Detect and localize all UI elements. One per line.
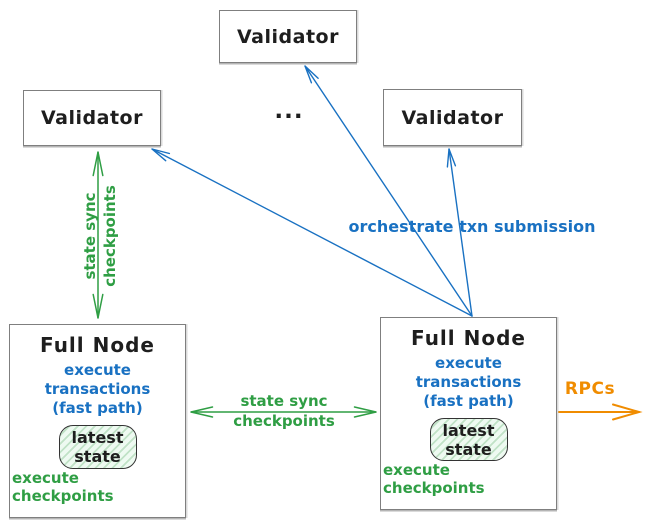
validator-label: Validator	[237, 25, 339, 48]
validator-label: Validator	[401, 106, 504, 129]
latest-state-box: latest state	[429, 418, 508, 461]
execute-checkpoints-label: execute checkpoints	[383, 461, 485, 497]
state-sync-vertical-label: state sync checkpoints	[81, 185, 119, 287]
arrow-orchestrate-to-right-validator	[446, 148, 473, 317]
validator-box-right: Validator	[383, 89, 522, 146]
arrow-orchestrate-to-top-validator	[304, 65, 473, 317]
execute-transactions-label: execute transactions (fast path)	[383, 354, 554, 411]
full-node-title: Full Node	[411, 326, 526, 350]
full-node-title: Full Node	[40, 333, 155, 357]
arrow-state-sync-horizontal	[190, 406, 377, 418]
orchestrate-txn-label: orchestrate txn submission	[348, 217, 596, 236]
fast-path-label: (fast path)	[423, 392, 514, 410]
full-node-box-left: Full Node execute transactions (fast pat…	[9, 324, 186, 518]
full-node-box-right: Full Node execute transactions (fast pat…	[380, 317, 557, 510]
fast-path-label: (fast path)	[52, 399, 143, 417]
execute-checkpoints-label: execute checkpoints	[12, 469, 114, 505]
rpcs-label: RPCs	[564, 379, 616, 399]
execute-transactions-label: execute transactions (fast path)	[12, 361, 183, 418]
validator-label: Validator	[41, 107, 143, 129]
latest-state-box: latest state	[58, 425, 137, 469]
arrow-orchestrate-to-left-validator	[151, 148, 473, 317]
arrow-state-sync-vertical	[92, 151, 104, 319]
state-sync-horizontal-label: state sync checkpoints	[233, 392, 335, 430]
arrow-rpcs	[558, 403, 643, 421]
validators-ellipsis: ...	[274, 98, 304, 124]
validator-box-left: Validator	[23, 90, 161, 146]
validator-box-top: Validator	[219, 10, 357, 63]
